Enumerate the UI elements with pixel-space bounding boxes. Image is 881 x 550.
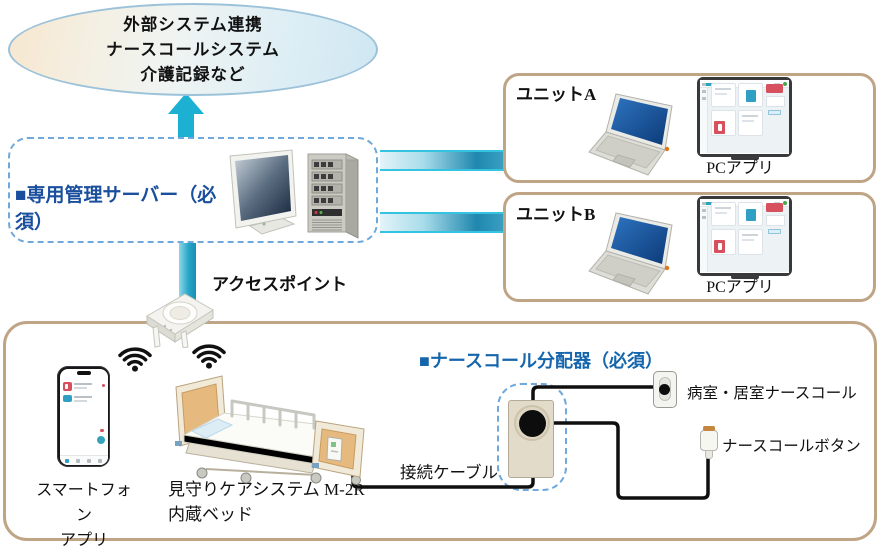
smartphone-label-line1: スマートフォン [36,482,132,524]
external-system-cloud-text: 外部システム連携 ナースコールシステム 介護記録など [8,12,378,87]
nursecall-distributor-device [508,400,554,478]
unitB-pc-app-tablet [697,196,792,279]
bed-label: 見守りケアシステム M-2R 内蔵ベッド [168,477,398,527]
wifi-icon [192,344,226,369]
pc-app-screenshot [700,199,789,273]
nursecall-distributor-label: ■ナースコール分配器（必須） [419,351,663,371]
cloud-line-1: 外部システム連携 [123,15,263,34]
server-to-unitB-link [380,212,504,233]
smartphone-app-screenshot [59,368,108,465]
unitB-box [503,192,876,302]
up-arrow-icon [168,93,204,139]
access-point-label: アクセスポイント [212,275,348,294]
unitA-name: ユニットA [516,85,597,104]
cloud-line-3: 介護記録など [140,65,246,84]
management-server-label: ■専用管理サーバー（必須） [15,185,217,233]
access-point-device [146,293,214,348]
bed-label-line1: 見守りケアシステム M-2R [168,480,365,499]
unitB-name: ユニットB [516,205,596,224]
unitA-laptop [588,93,673,176]
unitA-box [503,73,876,183]
unitA-pc-app-tablet [697,77,792,160]
wall-nursecall-label: 病室・居室ナースコール [687,385,857,402]
unitA-pcapp-label: PCアプリ [706,160,774,177]
care-bed [175,375,365,485]
nursecall-button-label: ナースコールボタン [722,438,861,455]
unitB-laptop [588,212,673,295]
server-to-unitA-link [380,150,504,171]
server-tower [307,153,359,239]
cloud-line-2: ナースコールシステム [106,40,280,59]
wifi-icon [118,347,152,372]
smartphone-label: スマートフォン アプリ [34,478,134,550]
unitB-pcapp-label: PCアプリ [706,279,774,296]
wall-nursecall-outlet [653,371,677,408]
bed-label-line2: 内蔵ベッド [168,505,253,524]
server-monitor [229,149,297,235]
smartphone [57,366,110,467]
smartphone-label-line2: アプリ [59,532,108,549]
nursecall-button-device [700,426,718,459]
pc-app-screenshot [700,80,789,154]
connection-cable-label: 接続ケーブル [400,463,499,482]
external-system-cloud [8,3,378,96]
room-box [3,321,877,541]
